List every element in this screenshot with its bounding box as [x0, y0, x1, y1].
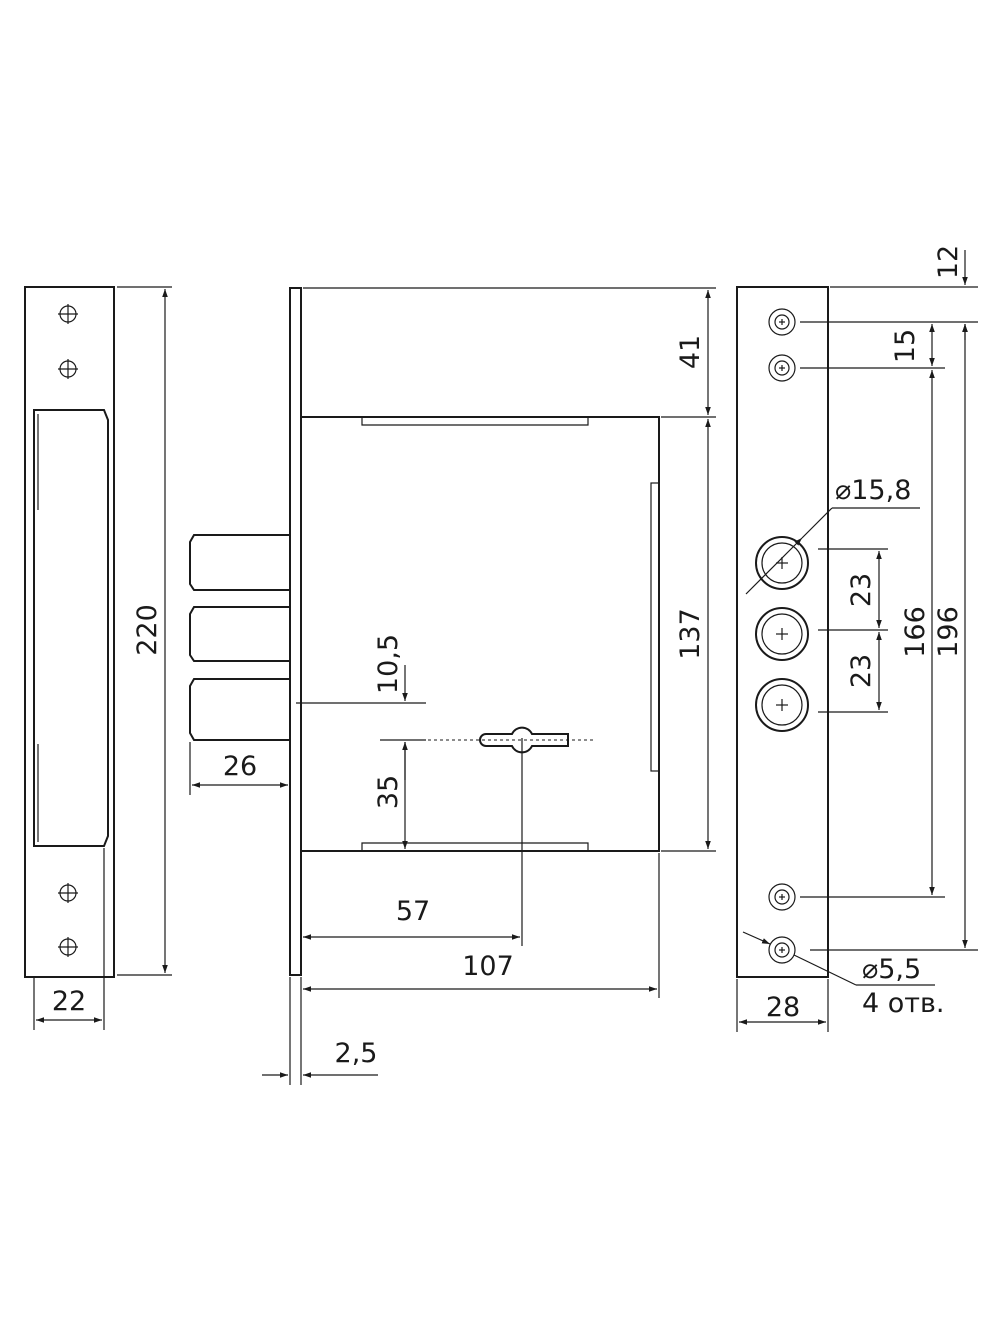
- dim-body-height: 137: [661, 419, 716, 852]
- dim-label-23-upper: 23: [846, 573, 877, 607]
- dim-inner-screw-span: 166: [800, 370, 945, 898]
- screw-hole: [768, 308, 796, 336]
- dim-screw-hole-diameter: ⌀5,5 4 отв.: [742, 931, 945, 1019]
- bolt-hole: [755, 678, 809, 732]
- dim-bolt-projection: 26: [189, 742, 288, 795]
- faceplate-front: 12 15 166 196 23 23: [736, 245, 978, 1032]
- dim-top-offset: 41: [303, 287, 716, 418]
- dim-label-d15-8: ⌀15,8: [835, 475, 911, 506]
- dim-top-margin: 12: [800, 245, 978, 340]
- dim-label-26: 26: [223, 751, 257, 782]
- dim-label-196: 196: [933, 606, 964, 658]
- screw-hole: [768, 883, 796, 911]
- keyhole: [380, 726, 595, 946]
- dim-label-23-lower: 23: [846, 654, 877, 688]
- dim-outer-screw-span: 196: [810, 324, 978, 951]
- deadbolts: [189, 534, 290, 741]
- dim-body-width: 107: [303, 853, 660, 998]
- dim-label-2-5: 2,5: [335, 1038, 378, 1069]
- strike-plate: 220 22: [24, 286, 172, 1030]
- faceplate-bolt-holes: [755, 536, 809, 732]
- dim-label-107: 107: [462, 951, 514, 982]
- dim-strike-height: 220: [117, 286, 172, 976]
- dim-label-41: 41: [675, 335, 706, 369]
- dim-label-28: 28: [766, 992, 800, 1023]
- screw-hole: [768, 354, 796, 382]
- dim-label-d5-5: ⌀5,5: [862, 954, 921, 985]
- dim-label-12: 12: [933, 245, 964, 279]
- dim-label-22: 22: [52, 986, 86, 1017]
- bolt-hole: [755, 607, 809, 661]
- dim-faceplate-thickness: 2,5: [262, 977, 378, 1085]
- dim-label-15: 15: [890, 329, 921, 363]
- screw-hole: [58, 883, 78, 903]
- bolt-hole: [755, 536, 809, 590]
- dim-label-166: 166: [900, 606, 931, 658]
- dim-strike-width: 22: [33, 848, 105, 1030]
- dim-label-220: 220: [132, 604, 163, 656]
- screw-hole: [58, 937, 78, 957]
- dim-label-10-5: 10,5: [373, 634, 404, 694]
- screw-hole: [768, 936, 796, 964]
- faceplate-screw-holes: [768, 308, 796, 964]
- dim-label-137: 137: [675, 608, 706, 660]
- dim-screw-spacing: 15: [800, 324, 945, 369]
- screw-hole: [58, 304, 78, 324]
- dim-faceplate-width: 28: [736, 979, 829, 1032]
- dim-keyhole-height: 35: [373, 742, 408, 849]
- dim-label-35: 35: [373, 775, 404, 809]
- dim-backset: 57: [303, 896, 520, 940]
- dim-bolt-spacing: 23 23: [818, 548, 888, 713]
- dim-label-4-holes: 4 отв.: [862, 988, 945, 1019]
- dim-label-57: 57: [396, 896, 430, 927]
- lock-body: 41 137 10,5 35 26 57: [189, 287, 716, 1085]
- strike-screw-holes: [58, 304, 78, 957]
- screw-hole: [58, 359, 78, 379]
- dim-bolt-diameter: ⌀15,8: [745, 475, 920, 595]
- dim-bolt-offset: 10,5: [296, 634, 426, 780]
